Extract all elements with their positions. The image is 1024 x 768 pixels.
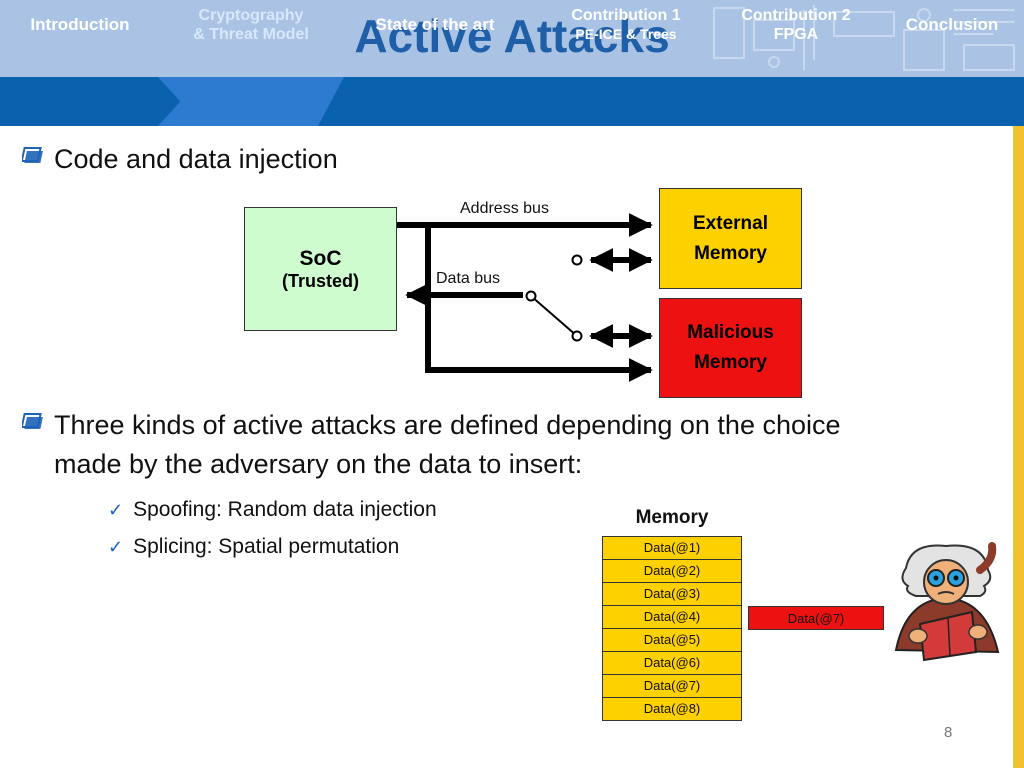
soc-box: SoC (Trusted) [244, 207, 397, 331]
sub-bullet-text: Splicing: Spatial permutation [133, 535, 400, 558]
tab-label: Conclusion [905, 15, 999, 34]
memory-list: Data(@1) Data(@2) Data(@3) Data(@4) Data… [602, 536, 742, 721]
page-title: Active Attacks [354, 10, 670, 62]
memory-cell: Data(@3) [602, 583, 742, 606]
tab-label-line2: PE-ICE & Trees [575, 25, 677, 42]
switch-terminal-malicious [571, 330, 583, 342]
tab-introduction[interactable]: Introduction [0, 0, 160, 49]
checkmark-icon: ✓ [108, 499, 124, 520]
tab-state-of-the-art[interactable]: State of the art [350, 0, 520, 49]
sub-bullet-text: Spoofing: Random data injection [133, 498, 437, 521]
tab-label: State of the art [375, 15, 495, 34]
bullet-text-line2: made by the adversary on the data to ins… [54, 449, 583, 479]
circuit-decoration [713, 5, 1015, 71]
memory-cell: Data(@1) [602, 536, 742, 560]
tab-label-line1: Cryptography [198, 6, 304, 24]
sub-bullet-splicing: ✓ Splicing: Spatial permutation [108, 535, 399, 559]
memory-title: Memory [635, 507, 709, 528]
sub-bullet-spoofing: ✓ Spoofing: Random data injection [108, 498, 437, 522]
external-memory-box: External Memory [659, 188, 802, 289]
switch-arm [530, 295, 578, 337]
tab-label: Introduction [30, 15, 130, 34]
tab-conclusion[interactable]: Conclusion [884, 0, 1020, 49]
bullet-text-line1: Three kinds of active attacks are define… [54, 410, 841, 440]
tab-label-line2: FPGA [773, 25, 819, 43]
data-bus-label: Data bus [436, 270, 501, 287]
tab-label-line1: Contribution 2 [741, 6, 851, 24]
checkmark-icon: ✓ [108, 536, 124, 557]
memory-cell: Data(@5) [602, 629, 742, 652]
bullet-code-injection: Code and data injection [22, 140, 338, 179]
header-banner: Active Attacks [0, 0, 1024, 77]
malicious-memory-label-2: Memory [694, 352, 767, 373]
page-number: 8 [944, 724, 953, 741]
tab-contribution-2[interactable]: Contribution 2 FPGA [712, 0, 880, 49]
memory-cell: Data(@2) [602, 560, 742, 583]
tab-label-line2: & Threat Model [193, 25, 309, 43]
memory-cell: Data(@8) [602, 698, 742, 721]
tab-label-line1: Contribution 1 [571, 6, 681, 24]
memory-cell: Data(@7) [602, 675, 742, 698]
soc-sublabel: (Trusted) [281, 270, 359, 291]
tab-cryptography-threat-model[interactable]: Cryptography & Threat Model [162, 0, 340, 49]
external-memory-label: External [693, 212, 768, 234]
bullet-box-icon [22, 413, 43, 429]
right-accent-bar [1013, 126, 1024, 768]
external-memory-label-2: Memory [694, 242, 767, 264]
malicious-memory-box: Malicious Memory [659, 298, 802, 398]
active-tab-highlight [158, 77, 344, 126]
adversary-icon [894, 542, 1000, 662]
bullet-box-icon [22, 147, 43, 163]
memory-cell: Data(@6) [602, 652, 742, 675]
tab-contribution-1[interactable]: Contribution 1 PE-ICE & Trees [540, 0, 712, 49]
injected-data-cell: Data(@7) [748, 606, 884, 630]
malicious-memory-label: Malicious [687, 322, 774, 343]
memory-cell: Data(@4) [602, 606, 742, 629]
switch-pivot [525, 290, 537, 302]
bullet-text: Code and data injection [54, 144, 338, 174]
address-bus-label: Address bus [460, 200, 549, 217]
switch-terminal-external [571, 254, 583, 266]
bullet-three-kinds: Three kinds of active attacks are define… [22, 406, 841, 484]
soc-label: SoC [299, 246, 342, 270]
